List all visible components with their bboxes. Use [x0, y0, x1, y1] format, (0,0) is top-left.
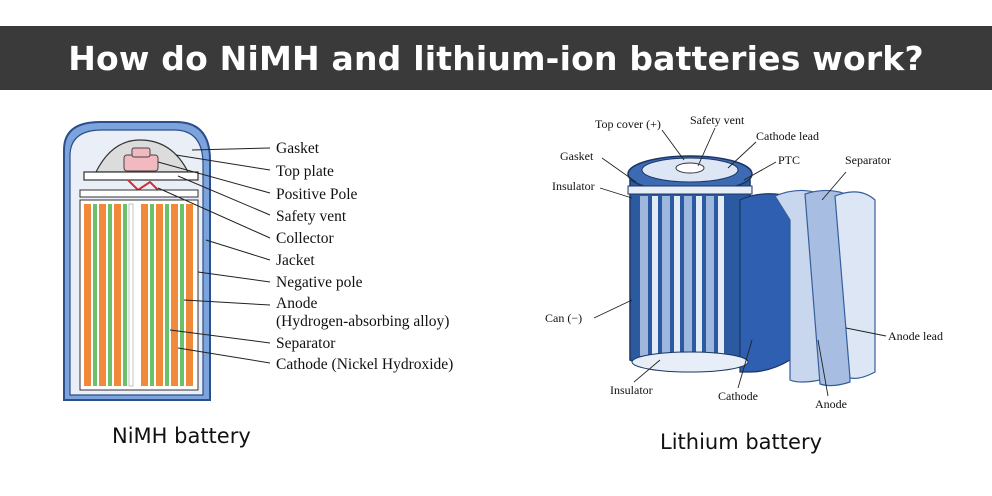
nimh-label-safety-vent: Safety vent: [276, 208, 347, 225]
lithium-label-can: Can (−): [545, 311, 582, 325]
nimh-label-gasket: Gasket: [276, 140, 320, 157]
nimh-labels: Gasket Top plate Positive Pole Safety ve…: [276, 140, 453, 373]
nimh-leader-lines: [157, 147, 271, 364]
page-title: How do NiMH and lithium-ion batteries wo…: [68, 38, 924, 78]
lithium-caption: Lithium battery: [660, 430, 823, 454]
lithium-label-insulator-top: Insulator: [552, 179, 595, 193]
nimh-label-anode: Anode: [276, 295, 317, 312]
lithium-label-top-cover: Top cover (+): [595, 117, 661, 131]
lithium-label-cathode-lead: Cathode lead: [756, 129, 819, 143]
lithium-label-safety-vent: Safety vent: [690, 113, 745, 127]
lithium-label-insulator-bottom: Insulator: [610, 383, 653, 397]
nimh-label-jacket: Jacket: [276, 252, 315, 269]
nimh-label-separator: Separator: [276, 335, 336, 352]
nimh-collector-plate: [79, 189, 199, 198]
title-banner: How do NiMH and lithium-ion batteries wo…: [0, 26, 992, 90]
lithium-cathode-sheet: [739, 193, 791, 373]
nimh-label-negative-pole: Negative pole: [276, 274, 363, 291]
nimh-caption: NiMH battery: [112, 424, 251, 448]
lithium-label-separator: Separator: [845, 153, 891, 167]
lithium-insulator-top: [627, 185, 753, 195]
lithium-label-cathode: Cathode: [718, 389, 758, 403]
lithium-safety-vent: [675, 162, 705, 174]
lithium-label-ptc: PTC: [778, 153, 800, 167]
lithium-inner-windings: [640, 196, 724, 360]
nimh-label-cathode: Cathode (Nickel Hydroxide): [276, 356, 453, 373]
lithium-insulator-bottom: [631, 351, 749, 373]
nimh-label-collector: Collector: [276, 230, 335, 247]
lithium-label-anode: Anode: [815, 397, 847, 411]
nimh-label-positive-pole: Positive Pole: [276, 186, 358, 203]
lithium-battery-illustration: [593, 127, 887, 397]
nimh-pole-cap: [131, 147, 151, 158]
nimh-battery-illustration: [63, 121, 271, 401]
lithium-labels: Top cover (+) Safety vent Cathode lead G…: [545, 113, 943, 411]
nimh-label-anode-detail: (Hydrogen-absorbing alloy): [276, 313, 449, 330]
nimh-top-plate: [83, 171, 199, 181]
lithium-leader-lines: [593, 127, 887, 397]
lithium-label-gasket: Gasket: [560, 149, 594, 163]
nimh-electrodes: [79, 199, 199, 391]
lithium-label-anode-lead: Anode lead: [888, 329, 943, 343]
nimh-label-top-plate: Top plate: [276, 163, 334, 180]
nimh-collector: [127, 179, 161, 193]
